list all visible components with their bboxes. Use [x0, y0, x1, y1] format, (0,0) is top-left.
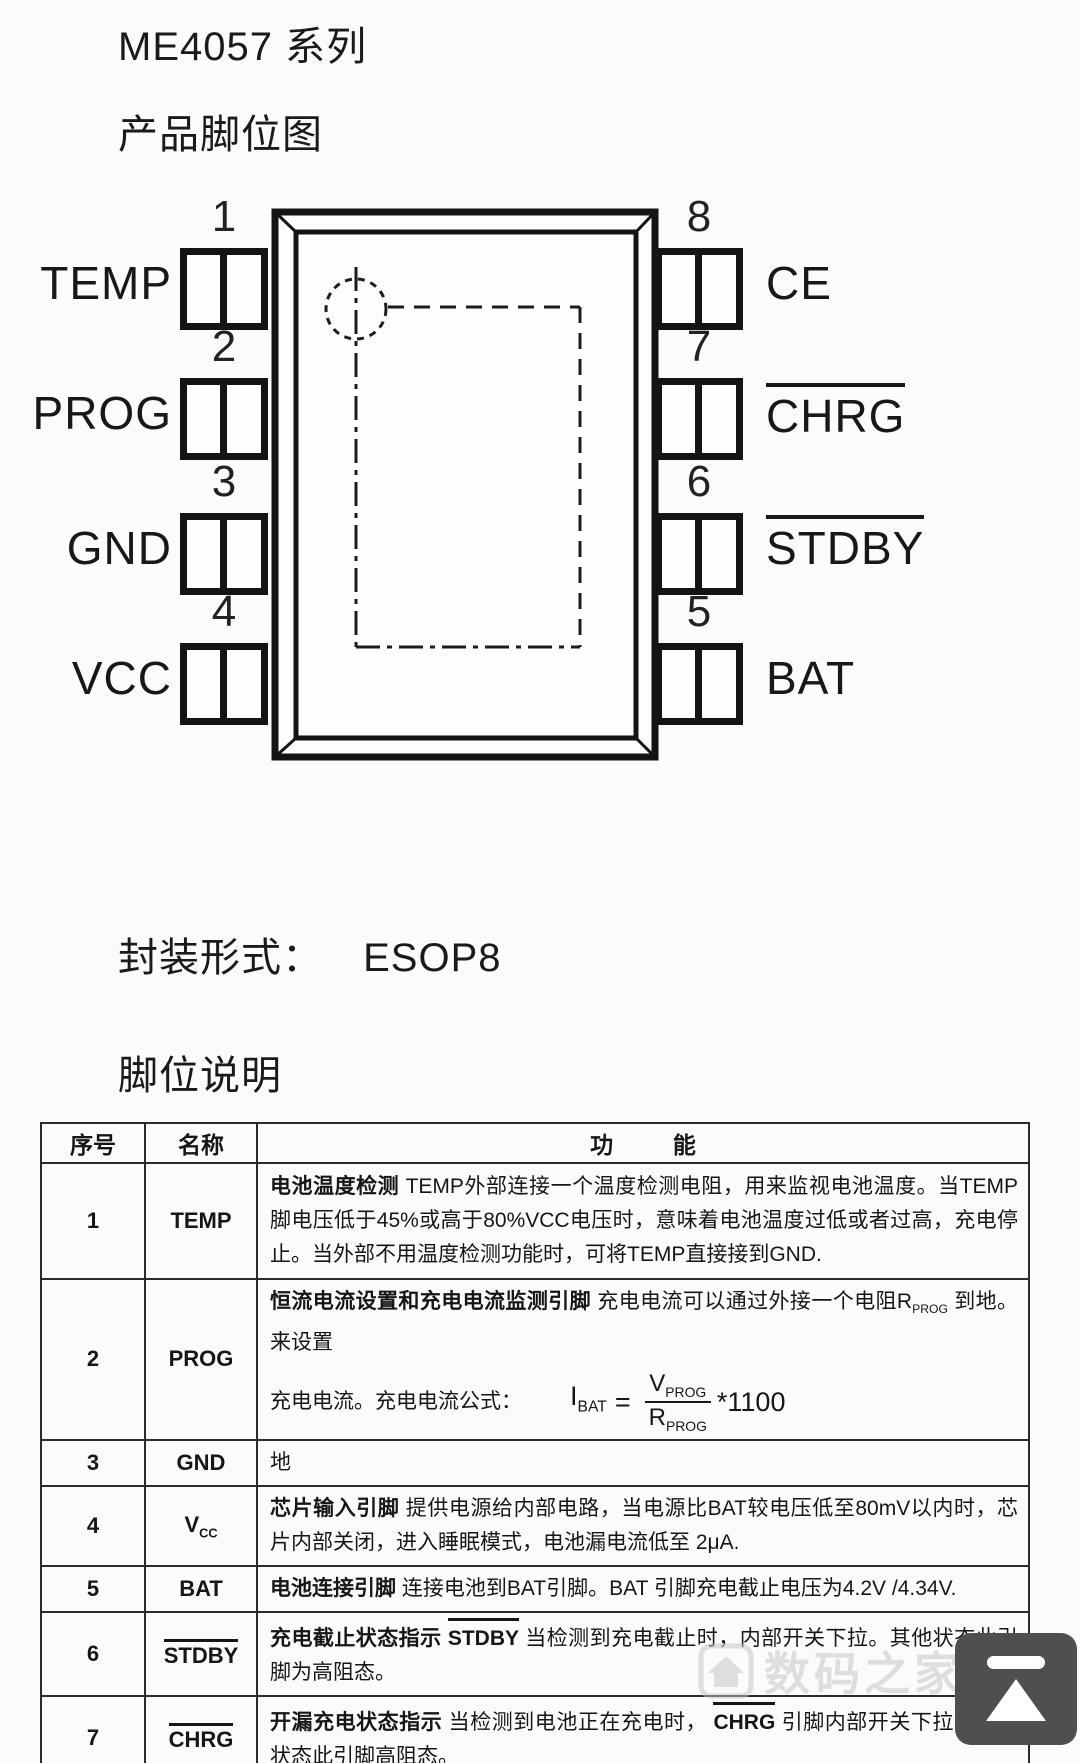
pin-name-cell: GND [144, 1438, 258, 1487]
back-to-top-button[interactable] [955, 1633, 1077, 1745]
top-bar-glyph [987, 1656, 1045, 1669]
pin-number-6: 6 [686, 457, 712, 506]
charge-current-formula: IBAT = VPROG RPROG *1100 [570, 1370, 786, 1434]
pin-number-2: 2 [211, 322, 237, 371]
pin-number-7: 7 [686, 322, 712, 371]
package-value: ESOP8 [363, 936, 502, 980]
pin-box-divider [220, 255, 227, 323]
pin-num-cell: 3 [40, 1438, 146, 1487]
pin-description-table: 序号 名称 功能 1 TEMP 电池温度检测 TEMP外部连接一个温度检测电阻，… [40, 1122, 1030, 1763]
pin-label-stdby: STDBY [766, 515, 925, 574]
section-package-title: 封装形式： ESOP8 [118, 925, 502, 983]
pin-num-cell: 2 [40, 1278, 146, 1441]
pin-box-divider [695, 255, 702, 323]
pin-name-cell: STDBY [144, 1610, 258, 1697]
pin-num-cell: 7 [40, 1694, 146, 1763]
table-row: 7 CHRG 开漏充电状态指示 当检测到电池正在充电时， CHRG 引脚内部开关… [40, 1694, 1030, 1763]
pin-box-divider [220, 385, 227, 453]
pin-function-cell: 芯片输入引脚 提供电源给内部电路，当电源比BAT较电压低至80mV以内时，芯片内… [256, 1484, 1030, 1567]
pin-number-5: 5 [686, 587, 712, 636]
pin-name-cell: TEMP [144, 1162, 258, 1280]
pin-box-divider [220, 650, 227, 718]
pin-function-cell: 开漏充电状态指示 当检测到电池正在充电时， CHRG 引脚内部开关下拉，其他状态… [256, 1694, 1030, 1763]
pin-num-cell: 5 [40, 1564, 146, 1613]
pin-box-2 [180, 378, 268, 460]
pin-box-5 [655, 643, 743, 725]
pin-box-divider [695, 520, 702, 588]
table-row: 4 VCC 芯片输入引脚 提供电源给内部电路，当电源比BAT较电压低至80mV以… [40, 1484, 1030, 1567]
pin-number-8: 8 [686, 192, 712, 241]
table-row: 2 PROG 恒流电流设置和充电电流监测引脚 充电电流可以通过外接一个电阻RPR… [40, 1278, 1030, 1441]
pin-label-vcc: VCC [71, 652, 172, 704]
pin-box-1 [180, 248, 268, 330]
pin-label-gnd: GND [66, 522, 172, 574]
section-pinout-title: 产品脚位图 [118, 113, 323, 157]
pin-function-cell: 电池温度检测 TEMP外部连接一个温度检测电阻，用来监视电池温度。当TEMP脚电… [256, 1162, 1030, 1280]
pin-name-cell: VCC [144, 1484, 258, 1567]
pin-name-cell: PROG [144, 1278, 258, 1441]
header-num: 序号 [40, 1122, 146, 1164]
pin-label-temp: TEMP [40, 257, 172, 309]
pin-num-cell: 6 [40, 1610, 146, 1697]
pinout-diagram: 1 2 3 4 TEMP PROG GND VCC 8 7 6 5 CE CHR… [0, 185, 1080, 780]
pin-num-cell: 1 [40, 1162, 146, 1280]
pin-function-cell: 恒流电流设置和充电电流监测引脚 充电电流可以通过外接一个电阻RPROG 到地。来… [256, 1278, 1030, 1441]
pin-number-4: 4 [211, 587, 237, 636]
table-row: 3 GND 地 [40, 1438, 1030, 1487]
pin-name-cell: CHRG [144, 1694, 258, 1763]
table-header-row: 序号 名称 功能 [40, 1122, 1030, 1164]
package-label: 封装形式： [118, 936, 323, 980]
pin-label-bat: BAT [766, 652, 856, 704]
pin-box-divider [220, 520, 227, 588]
pin-box-7 [655, 378, 743, 460]
pin-function-cell: 充电截止状态指示 STDBY 当检测到充电截止时，内部开关下拉。其他状态此引脚为… [256, 1610, 1030, 1697]
up-triangle-icon [986, 1679, 1046, 1721]
pin-label-ce: CE [766, 257, 832, 309]
pin-box-6 [655, 513, 743, 595]
header-function: 功能 [256, 1122, 1030, 1164]
doc-title: ME4057 系列 [118, 25, 368, 69]
pin-num-cell: 4 [40, 1484, 146, 1567]
table-row: 6 STDBY 充电截止状态指示 STDBY 当检测到充电截止时，内部开关下拉。… [40, 1610, 1030, 1697]
table-row: 1 TEMP 电池温度检测 TEMP外部连接一个温度检测电阻，用来监视电池温度。… [40, 1162, 1030, 1280]
pin-box-divider [695, 650, 702, 718]
pin-name-cell: BAT [144, 1564, 258, 1613]
section-pin-desc-title: 脚位说明 [118, 1054, 282, 1098]
pin1-marker-circle [324, 277, 388, 341]
table-row: 5 BAT 电池连接引脚 连接电池到BAT引脚。BAT 引脚充电截止电压为4.2… [40, 1564, 1030, 1613]
pin-number-3: 3 [211, 457, 237, 506]
pin-function-cell: 地 [256, 1438, 1030, 1487]
pin-function-cell: 电池连接引脚 连接电池到BAT引脚。BAT 引脚充电截止电压为4.2V /4.3… [256, 1564, 1030, 1613]
header-name: 名称 [144, 1122, 258, 1164]
pin-box-divider [695, 385, 702, 453]
pin-box-8 [655, 248, 743, 330]
pin-label-prog: PROG [32, 387, 172, 439]
pin-label-chrg: CHRG [766, 383, 906, 442]
pin-box-4 [180, 643, 268, 725]
chip-body-graphic [271, 208, 659, 761]
pin-number-1: 1 [211, 192, 237, 241]
pin-box-3 [180, 513, 268, 595]
